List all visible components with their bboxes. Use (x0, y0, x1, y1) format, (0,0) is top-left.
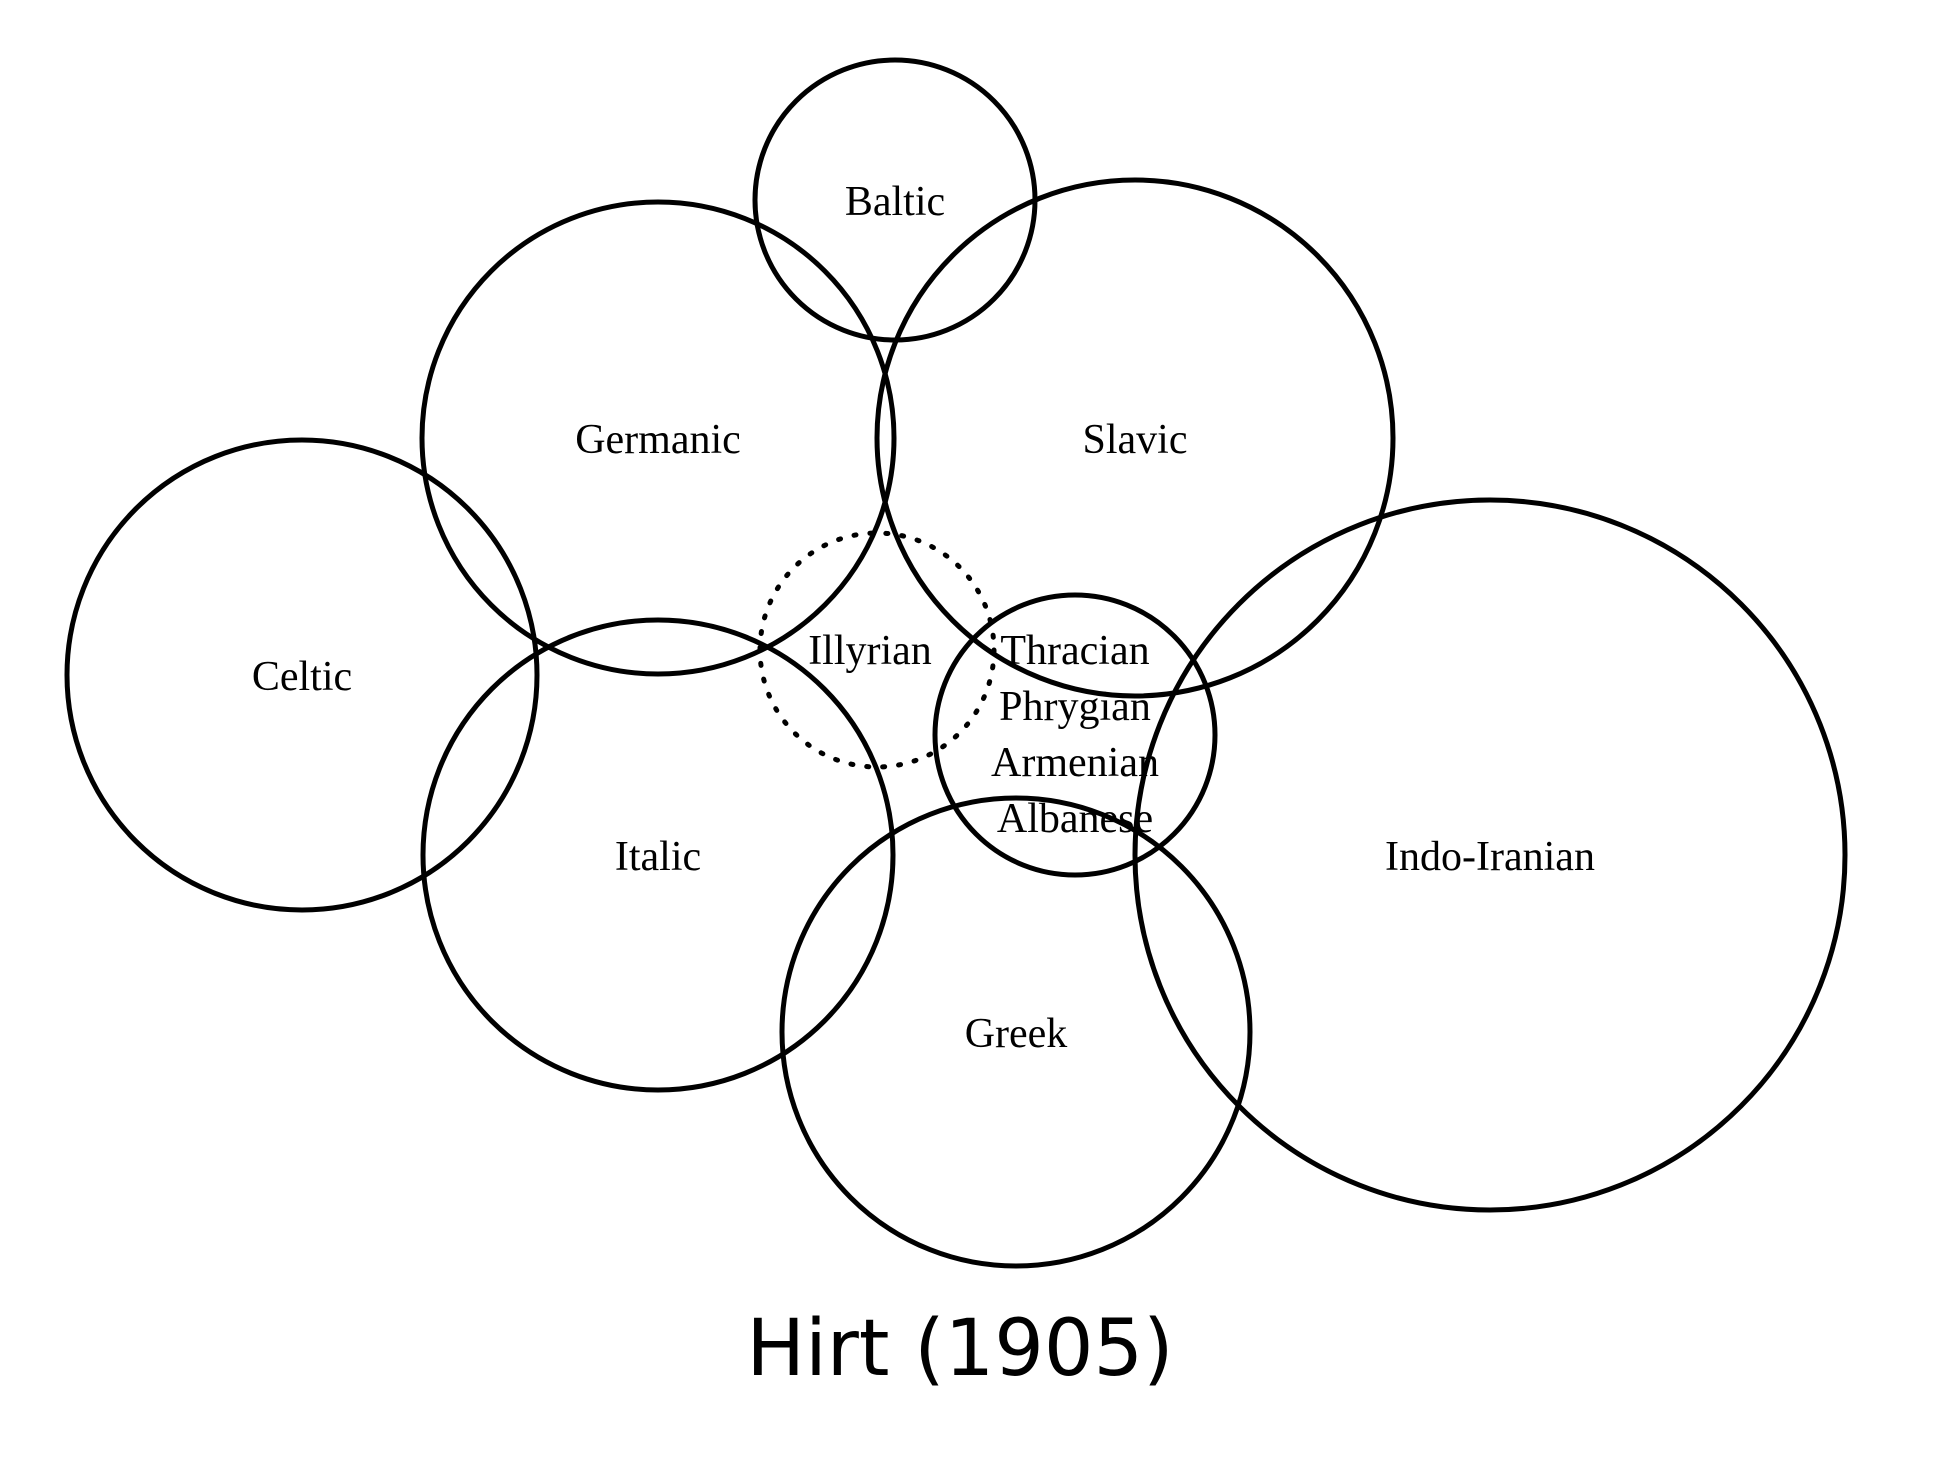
circle-slavic (874, 177, 1396, 699)
circle-germanic (419, 199, 897, 677)
label-armenian: Armenian (991, 740, 1159, 786)
circle-celtic (64, 437, 540, 913)
label-greek: Greek (965, 1011, 1068, 1057)
label-slavic: Slavic (1083, 417, 1188, 463)
circle-thracian-group (932, 592, 1218, 878)
label-italic: Italic (615, 834, 701, 880)
diagram-title: Hirt (1905) (746, 1304, 1173, 1394)
label-albanese: Albanese (997, 796, 1153, 842)
circle-illyrian (757, 530, 997, 770)
label-baltic: Baltic (845, 179, 945, 225)
label-germanic: Germanic (575, 417, 741, 463)
circle-greek (779, 795, 1253, 1269)
circle-indo-iranian (1132, 497, 1848, 1213)
label-illyrian: Illyrian (808, 628, 932, 674)
label-indo-iranian: Indo-Iranian (1385, 834, 1595, 880)
circle-italic (420, 617, 896, 1093)
label-thracian: Thracian (1000, 628, 1149, 674)
label-celtic: Celtic (252, 654, 352, 700)
label-phrygian: Phrygian (999, 684, 1151, 730)
